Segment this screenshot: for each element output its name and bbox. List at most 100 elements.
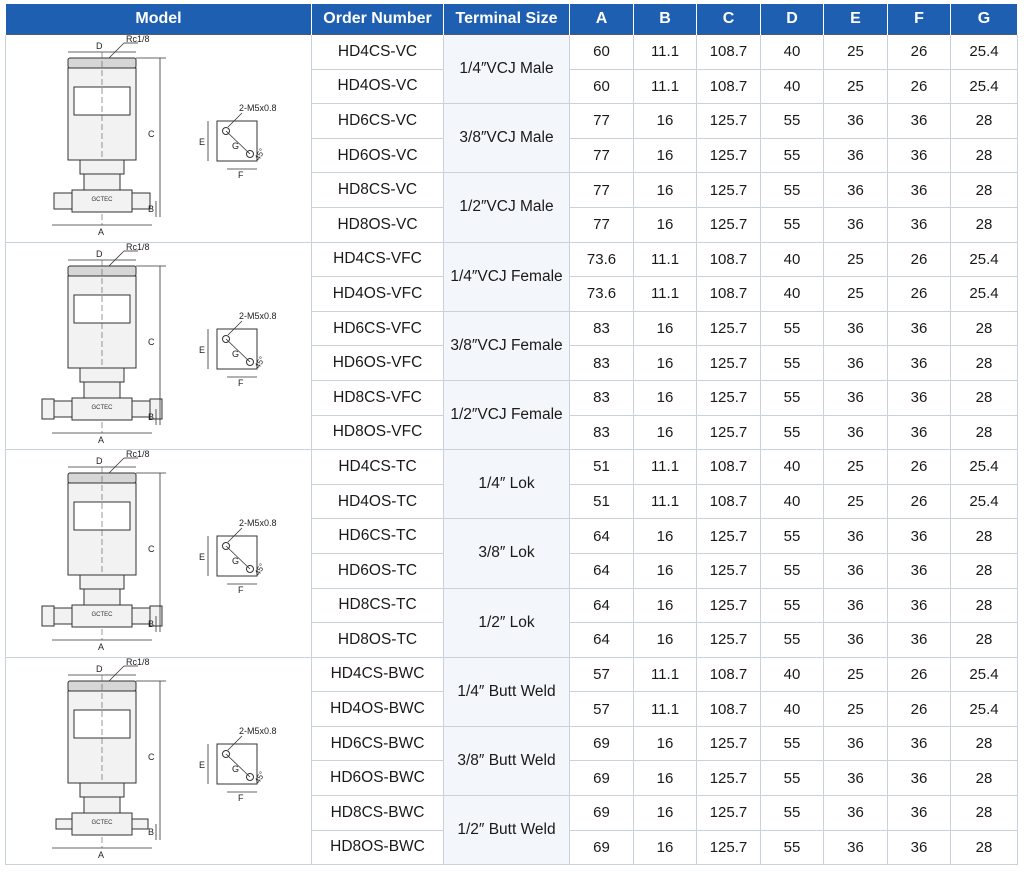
dimension-g-cell: 28 [950,760,1018,797]
dim-label-a: A [98,850,104,860]
terminal-size-cell: 1/4″ Butt Weld [443,656,570,727]
dimension-c-cell: 125.7 [696,829,761,866]
dimension-a-cell: 64 [569,552,634,589]
dimension-b-cell: 16 [633,379,697,416]
terminal-left [55,818,73,830]
nut [83,381,121,399]
dimension-b-cell: 16 [633,795,697,831]
dimension-a-cell: 60 [569,68,634,105]
leader-hole [227,735,243,750]
dimension-f-cell: 36 [887,137,951,174]
dimension-e-cell: 25 [823,34,888,70]
dimension-c-cell: 125.7 [696,172,761,208]
order-number-cell: HD4CS-VFC [311,241,444,278]
dimension-c-cell: 125.7 [696,137,761,174]
dimension-g-cell: 28 [950,310,1018,347]
dimension-c-cell: 125.7 [696,622,761,658]
dimension-d-cell: 55 [760,795,824,831]
brand-mark: GCTEC [92,820,114,826]
terminal-size-cell: 3/8″VCJ Male [443,103,570,174]
dimension-g-cell: 25.4 [950,656,1018,693]
neck [79,367,125,383]
dimension-f-cell: 36 [887,725,951,762]
dimension-c-cell: 108.7 [696,483,761,520]
dim-label-c: C [148,337,155,347]
order-number-cell: HD6OS-TC [311,552,444,589]
order-number-cell: HD6CS-BWC [311,725,444,762]
dimension-b-cell: 16 [633,206,697,243]
order-number-cell: HD4CS-BWC [311,656,444,693]
dimension-d-cell: 40 [760,68,824,105]
dimension-a-cell: 73.6 [569,241,634,278]
dimension-b-cell: 16 [633,518,697,554]
dimension-c-cell: 108.7 [696,656,761,693]
dimension-c-cell: 108.7 [696,34,761,70]
dim-label-a: A [98,227,104,237]
dimension-g-cell: 25.4 [950,276,1018,312]
dim-label-g: G [232,349,239,359]
dim-label-e: E [199,137,205,147]
order-number-cell: HD6CS-VC [311,103,444,139]
dim-label-f: F [238,170,244,180]
dimension-e-cell: 36 [823,622,888,658]
dimension-a-cell: 57 [569,691,634,727]
terminal-size-cell: 3/8″ Butt Weld [443,725,570,797]
dimension-g-cell: 25.4 [950,691,1018,727]
dimension-g-cell: 28 [950,795,1018,831]
dimension-d-cell: 55 [760,103,824,139]
dimension-a-cell: 83 [569,414,634,451]
header-a: A [569,4,634,35]
dimension-f-cell: 26 [887,68,951,105]
terminal-size-cell: 1/2″VCJ Female [443,379,570,451]
dimension-a-cell: 64 [569,622,634,658]
dimension-g-cell: 28 [950,414,1018,451]
dim-label-e: E [199,552,205,562]
dimension-e-cell: 36 [823,137,888,174]
dimension-f-cell: 36 [887,172,951,208]
header-f: F [887,4,951,35]
dimension-e-cell: 25 [823,691,888,727]
dimension-f-cell: 36 [887,622,951,658]
dimension-d-cell: 55 [760,622,824,658]
dim-label-b: B [148,204,154,214]
dimension-g-cell: 25.4 [950,68,1018,105]
neck [79,159,125,175]
dim-line-g [225,338,251,362]
header-c: C [696,4,761,35]
dimension-a-cell: 64 [569,587,634,624]
dimension-f-cell: 36 [887,206,951,243]
dimension-a-cell: 83 [569,379,634,416]
dimension-a-cell: 51 [569,483,634,520]
dimension-f-cell: 26 [887,241,951,278]
order-number-cell: HD8OS-VFC [311,414,444,451]
dimension-g-cell: 28 [950,622,1018,658]
dim-label-d: D [96,249,103,259]
dimension-f-cell: 36 [887,518,951,554]
dimension-b-cell: 16 [633,829,697,866]
dimension-e-cell: 36 [823,829,888,866]
dimension-f-cell: 26 [887,691,951,727]
dimension-a-cell: 64 [569,518,634,554]
dimension-c-cell: 125.7 [696,518,761,554]
neck [79,782,125,798]
dimension-e-cell: 36 [823,795,888,831]
order-number-cell: HD8OS-VC [311,206,444,243]
dimension-a-cell: 69 [569,829,634,866]
dimension-d-cell: 40 [760,656,824,693]
dim-label-g: G [232,141,239,151]
dimension-g-cell: 25.4 [950,449,1018,485]
dim-line-g [225,753,251,777]
